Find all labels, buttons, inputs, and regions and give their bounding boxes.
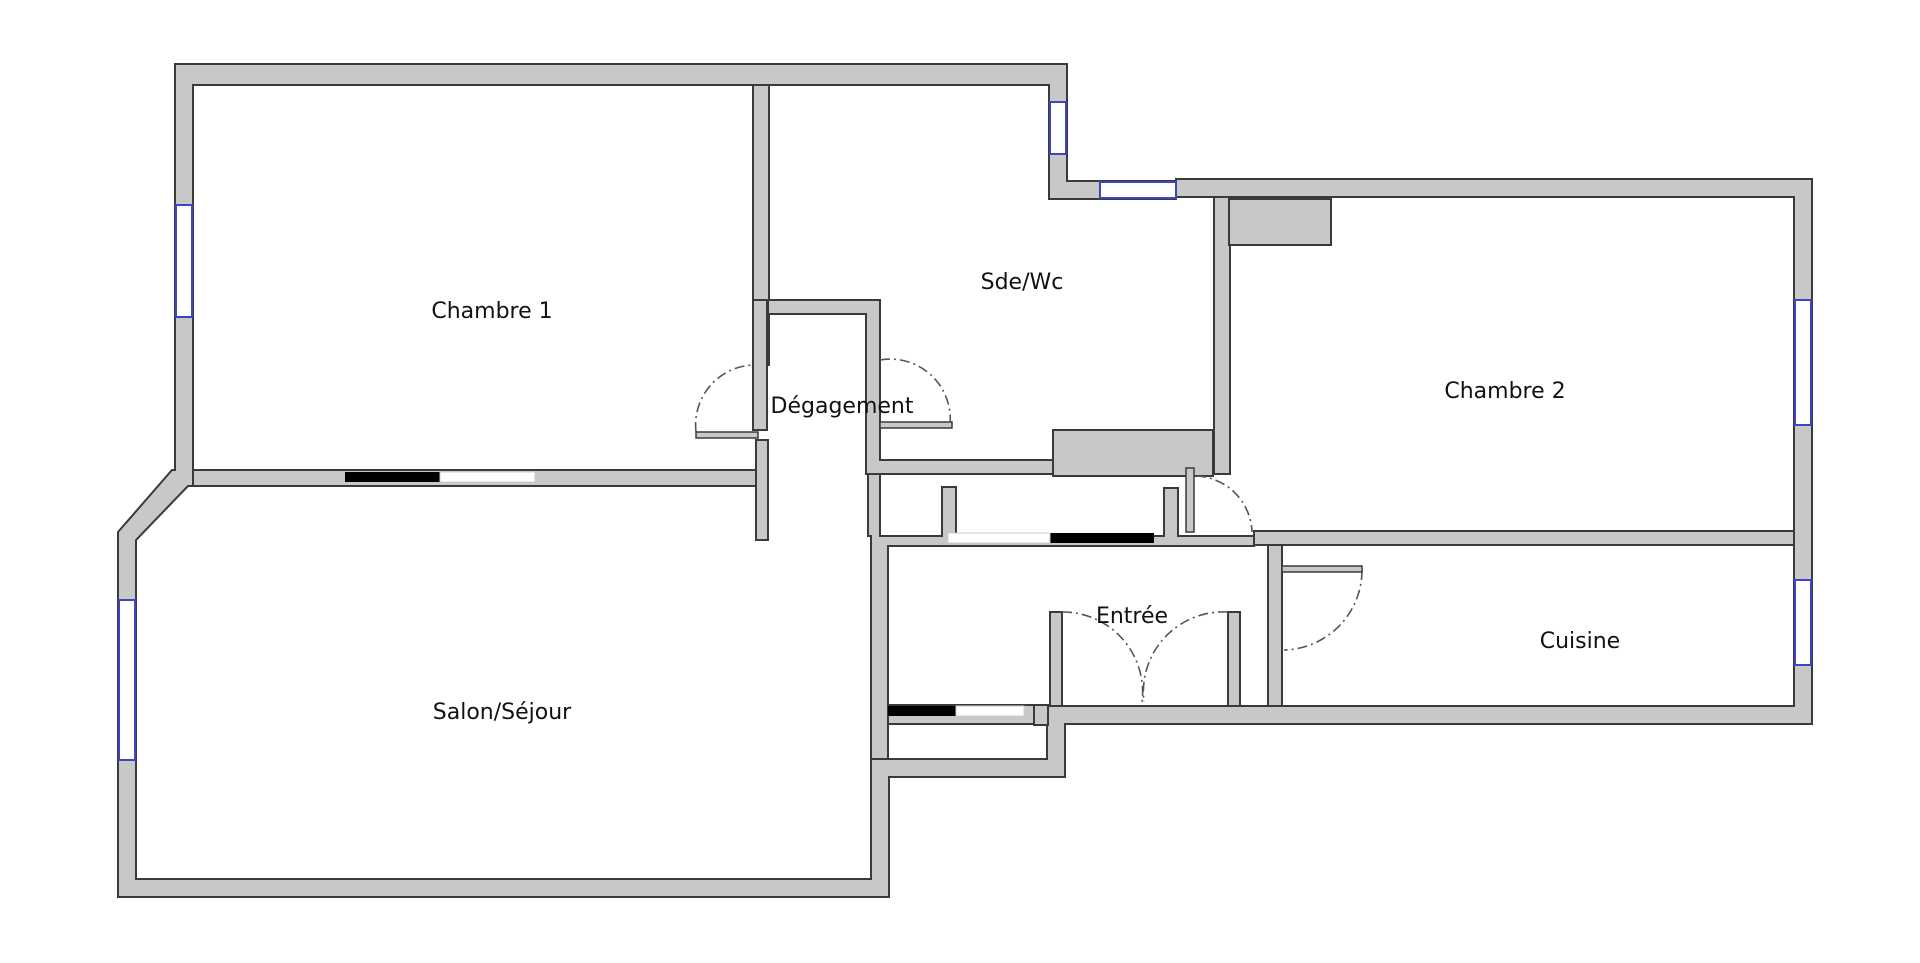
door-arc-entree-right bbox=[1142, 611, 1229, 703]
wall-degagement-left-lower bbox=[755, 439, 769, 541]
door-arc-entree-left bbox=[1061, 611, 1144, 703]
door-leaves bbox=[695, 421, 1363, 573]
window-cuisine bbox=[1794, 579, 1812, 666]
sliding-door-entree-light bbox=[947, 532, 1051, 544]
room-label-entree: Entrée bbox=[1096, 604, 1168, 629]
door-leaf-sde bbox=[879, 421, 953, 429]
window-sde-top bbox=[1099, 181, 1177, 199]
room-label-degagement: Dégagement bbox=[771, 394, 914, 419]
window-salon bbox=[118, 599, 136, 761]
sliding-doors bbox=[345, 471, 1154, 717]
sliding-door-chambre1-dark bbox=[345, 472, 440, 482]
room-label-cuisine: Cuisine bbox=[1540, 629, 1620, 654]
windows bbox=[118, 101, 1812, 761]
room-label-sde-wc: Sde/Wc bbox=[981, 270, 1064, 295]
door-arcs bbox=[694, 358, 1363, 703]
wall-degagement-left bbox=[752, 299, 768, 431]
door-arc-cuisine bbox=[1283, 569, 1363, 651]
window-chambre2 bbox=[1794, 299, 1812, 426]
sliding-door-chambre1-light bbox=[439, 471, 536, 483]
door-arc-chambre2 bbox=[1195, 475, 1253, 533]
door-leaf-chambre2 bbox=[1185, 467, 1195, 533]
cupboard-chambre2 bbox=[1228, 198, 1332, 246]
sliding-door-entree-dark bbox=[1050, 533, 1154, 543]
window-sde-side bbox=[1049, 101, 1067, 155]
wall-chambre2-cuisine bbox=[1253, 530, 1795, 546]
door-arc-sde bbox=[879, 358, 952, 426]
wall-entree-partition-1 bbox=[1049, 611, 1063, 707]
wall-sde-chambre2 bbox=[1213, 196, 1231, 475]
room-label-salon-sejour: Salon/Séjour bbox=[433, 700, 572, 725]
door-leaf-chambre1 bbox=[695, 431, 759, 439]
wall-entree-salon bbox=[867, 473, 1255, 760]
sliding-door-closet-light bbox=[955, 705, 1025, 717]
sliding-door-closet-dark bbox=[888, 706, 956, 716]
door-arc-chambre1 bbox=[694, 364, 754, 433]
room-label-chambre-2: Chambre 2 bbox=[1444, 379, 1565, 404]
wall-entree-cuisine bbox=[1267, 544, 1283, 707]
door-leaf-cuisine bbox=[1281, 565, 1363, 573]
wall-entree-closet-side bbox=[1033, 704, 1049, 726]
wall-entree-partition-2 bbox=[1227, 611, 1241, 707]
room-label-chambre-1: Chambre 1 bbox=[431, 299, 552, 324]
window-chambre1 bbox=[175, 204, 193, 318]
